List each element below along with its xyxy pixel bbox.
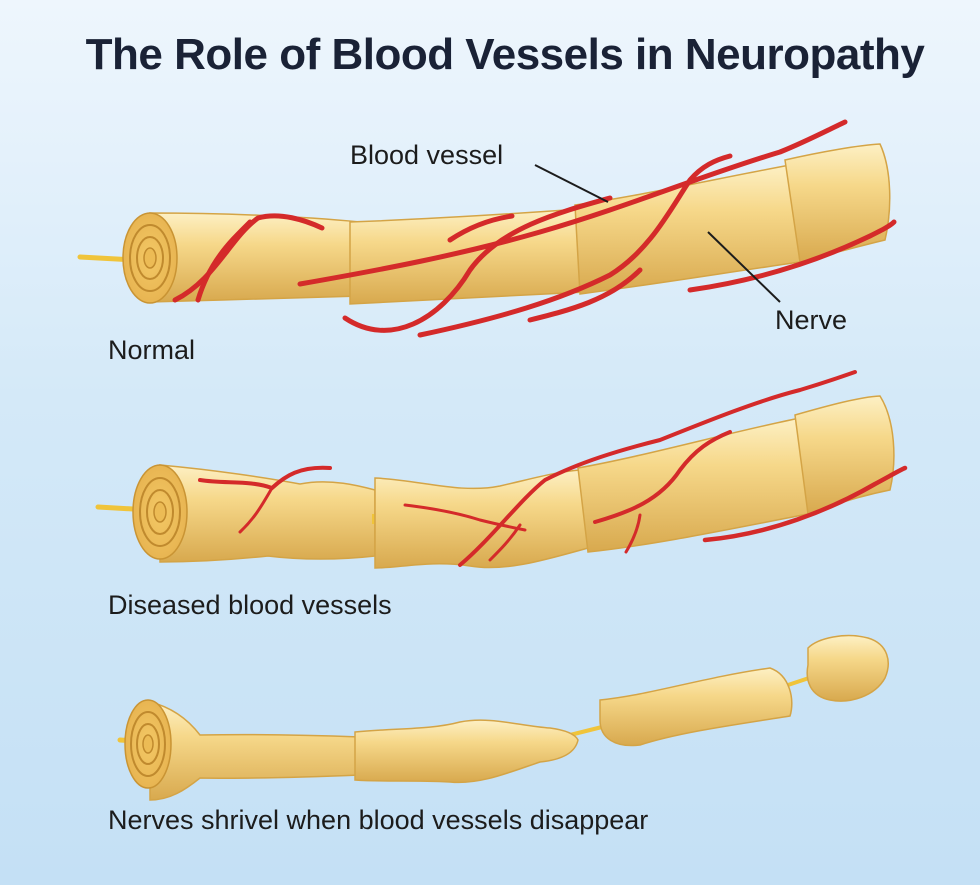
blood-vessel (624, 513, 642, 554)
nerve-end-ring (143, 247, 157, 269)
nerve-segment (599, 667, 793, 747)
blood-vessel (488, 523, 522, 562)
leader-line-blood-vessel (534, 164, 609, 203)
label-diseased: Diseased blood vessels (108, 590, 392, 620)
nerve-segment (794, 395, 895, 516)
nerve-segment (354, 719, 579, 784)
blood-vessel (297, 119, 848, 287)
label-shrivel: Nerves shrivel when blood vessels disapp… (108, 805, 649, 835)
blood-vessel (527, 267, 643, 323)
blood-vessel (447, 213, 515, 243)
nerve-segment (159, 464, 376, 563)
blood-vessel (417, 153, 733, 338)
label-normal: Normal (108, 335, 196, 365)
blood-vessel (702, 465, 908, 543)
nerve-end-ring (129, 224, 171, 292)
nerve-end-ring (130, 711, 166, 777)
page-title: The Role of Blood Vessels in Neuropathy (85, 30, 925, 79)
nerve-end-ring (142, 734, 154, 754)
nerve-end-ring (146, 489, 174, 535)
blood-vessel (458, 370, 857, 567)
diseased-nerve (95, 370, 908, 569)
nerve-segment (349, 208, 586, 305)
nerve-end-ring (136, 236, 164, 280)
normal-nerve (77, 119, 897, 338)
nerve-segment (784, 143, 891, 263)
diseased-blood-vessels (198, 370, 908, 567)
nerve-segment (149, 701, 361, 801)
shriveled-nerve (117, 634, 889, 801)
nerve-segment (149, 212, 361, 303)
blood-vessel (593, 430, 732, 524)
nerve-end-ring (139, 477, 181, 547)
blood-vessel (342, 195, 613, 333)
blood-vessel (687, 219, 897, 293)
nerve-segment (806, 634, 889, 702)
nerve-end-ring (136, 723, 160, 765)
label-nerve: Nerve (775, 305, 848, 335)
blood-vessel (238, 486, 274, 534)
label-blood-vessel: Blood vessel (350, 140, 504, 170)
nerve-end-ring (153, 501, 167, 523)
nerve-segment (577, 417, 809, 553)
leader-line-nerve (707, 231, 781, 303)
blood-vessel (403, 503, 527, 532)
blood-vessel (195, 219, 253, 303)
healthy-blood-vessels (172, 119, 897, 338)
blood-vessel (172, 213, 325, 303)
